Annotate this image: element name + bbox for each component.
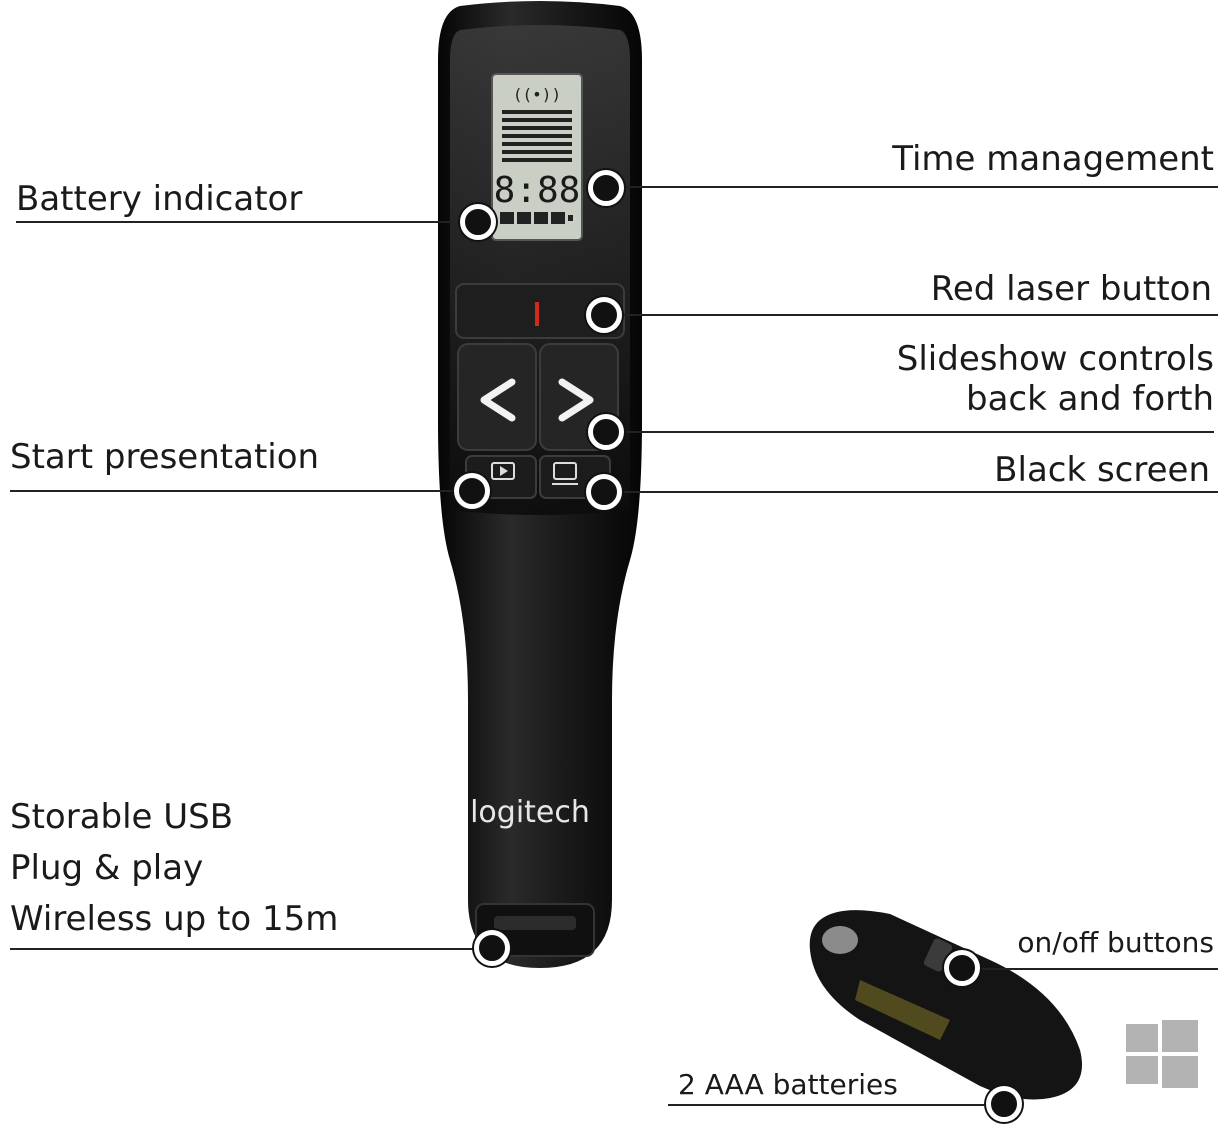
back-arrow-icon (480, 378, 516, 422)
line-black-screen (604, 491, 1218, 493)
screen-icon (552, 462, 578, 485)
brand-logo: logitech (470, 795, 590, 830)
label-battery-indicator: Battery indicator (16, 179, 303, 219)
line-batteries (668, 1104, 1004, 1106)
label-time-management: Time management (892, 139, 1214, 179)
line-start-presentation (10, 490, 472, 492)
line-slideshow-controls (604, 431, 1214, 433)
marker-battery-indicator (460, 204, 496, 240)
forward-arrow-icon (558, 378, 594, 422)
label-slideshow-controls: Slideshow controls back and forth (896, 339, 1214, 419)
windows-logo-icon (1126, 1020, 1198, 1088)
line-on-off-buttons (962, 968, 1218, 970)
label-start-presentation: Start presentation (10, 437, 320, 477)
line-red-laser-button (604, 314, 1218, 316)
marker-batteries (986, 1086, 1022, 1122)
label-usb-line2: Plug & play (10, 848, 204, 888)
label-usb-line1: Storable USB (10, 797, 234, 837)
back-button (457, 343, 537, 451)
marker-usb (474, 930, 510, 966)
slide-icon (502, 110, 572, 162)
line-battery-indicator (16, 221, 478, 223)
line-time-management (604, 186, 1218, 188)
label-usb-features: Storable USB Plug & play Wireless up to … (10, 792, 338, 945)
play-icon (491, 462, 515, 480)
presenter-remote: ((•)) 8:88 logitech (438, 1, 642, 968)
marker-black-screen (586, 474, 622, 510)
marker-time-management (588, 170, 624, 206)
line-usb-features (10, 948, 494, 950)
marker-slideshow-controls (588, 414, 624, 450)
label-batteries: 2 AAA batteries (678, 1068, 898, 1101)
label-on-off-buttons: on/off buttons (1017, 926, 1214, 959)
marker-on-off (944, 950, 980, 986)
battery-icon (500, 212, 573, 224)
label-red-laser-button: Red laser button (930, 269, 1212, 309)
lcd-time: 8:88 (494, 170, 581, 211)
label-slideshow-line2: back and forth (965, 378, 1214, 419)
laser-icon (535, 302, 539, 326)
remote-side-view (809, 910, 1082, 1100)
label-slideshow-line1: Slideshow controls (896, 339, 1214, 379)
laser-button (455, 283, 625, 339)
label-usb-line3: Wireless up to 15m (10, 899, 339, 939)
marker-red-laser-button (586, 297, 622, 333)
label-black-screen: Black screen (994, 450, 1210, 490)
signal-icon: ((•)) (513, 85, 561, 104)
marker-start-presentation (454, 473, 490, 509)
lcd-screen (491, 73, 583, 241)
